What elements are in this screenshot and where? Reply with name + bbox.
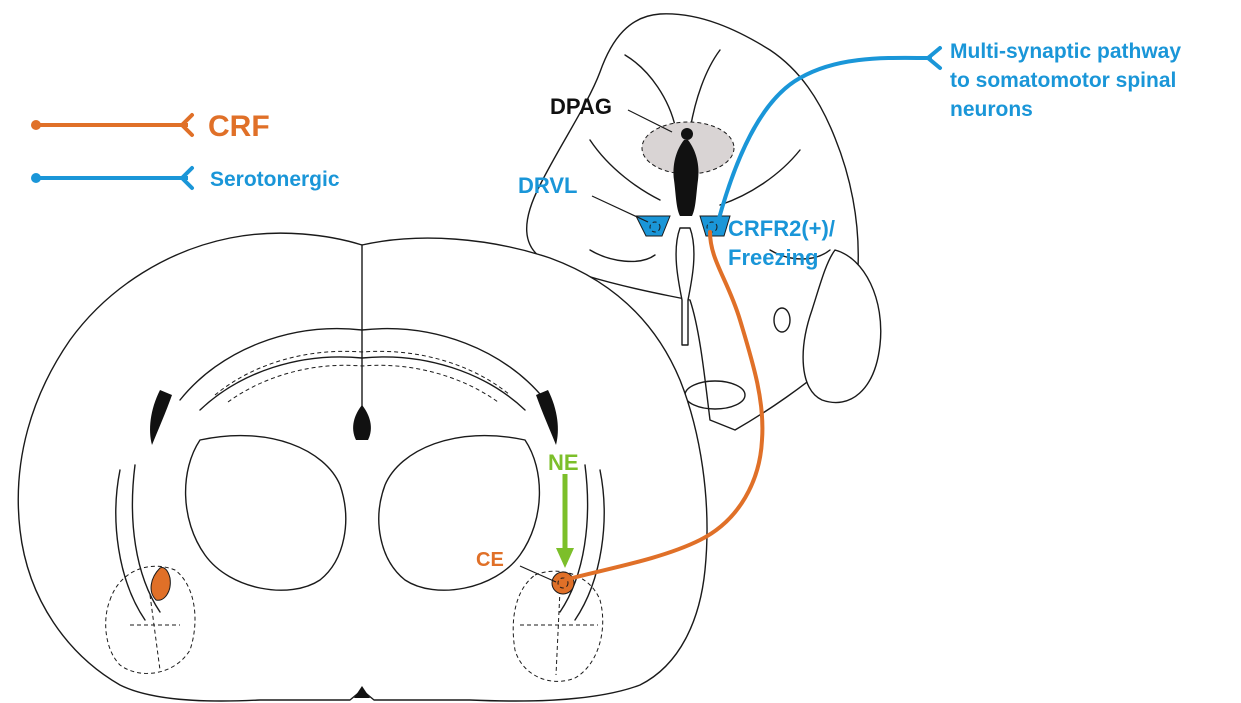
ne-label: NE	[548, 450, 579, 475]
pathway-label-line1: Multi-synaptic pathway	[950, 40, 1181, 63]
forebrain-section	[18, 233, 707, 701]
ce-label: CE	[476, 549, 504, 571]
dpag-dot	[681, 128, 693, 140]
legend-serotonergic: Serotonergic	[31, 168, 340, 191]
legend: CRF Serotonergic	[31, 110, 340, 191]
crfr2-label-line1: CRFR2(+)/	[728, 216, 835, 241]
dpag-label: DPAG	[550, 94, 612, 119]
right-ce-crf-region	[552, 572, 574, 594]
legend-crf: CRF	[31, 110, 270, 143]
pathway-label-line2: to somatomotor spinal	[950, 69, 1176, 92]
legend-serotonergic-label: Serotonergic	[210, 168, 340, 191]
crfr2-label-line2: Freezing	[728, 245, 818, 270]
pathway-label-line3: neurons	[950, 98, 1033, 121]
legend-crf-label: CRF	[208, 110, 270, 143]
small-nucleus-outline	[774, 308, 790, 332]
drvl-label: DRVL	[518, 173, 578, 198]
serotonergic-terminal	[928, 48, 940, 68]
